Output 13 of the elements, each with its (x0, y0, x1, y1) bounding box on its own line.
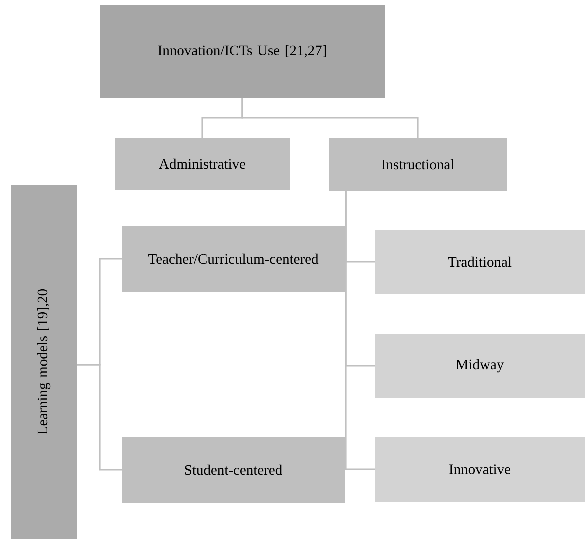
level-box: Traditional (375, 230, 585, 294)
side-box: Learning models [19],20 (11, 185, 77, 539)
model-box: Teacher/Curriculum-centered (122, 226, 345, 292)
connector-line (345, 191, 375, 470)
level-box: Midway (375, 334, 585, 398)
category-box: Instructional (329, 138, 507, 191)
connector-line (77, 364, 122, 471)
category-box: Administrative (115, 138, 290, 190)
node-label: Teacher/Curriculum-centered (148, 254, 319, 264)
model-box: Student-centered (122, 437, 345, 503)
heading-box: Innovation/ICTs Use [21,27] (100, 5, 385, 98)
connector-line (242, 98, 419, 138)
level-box: Innovative (375, 437, 585, 502)
